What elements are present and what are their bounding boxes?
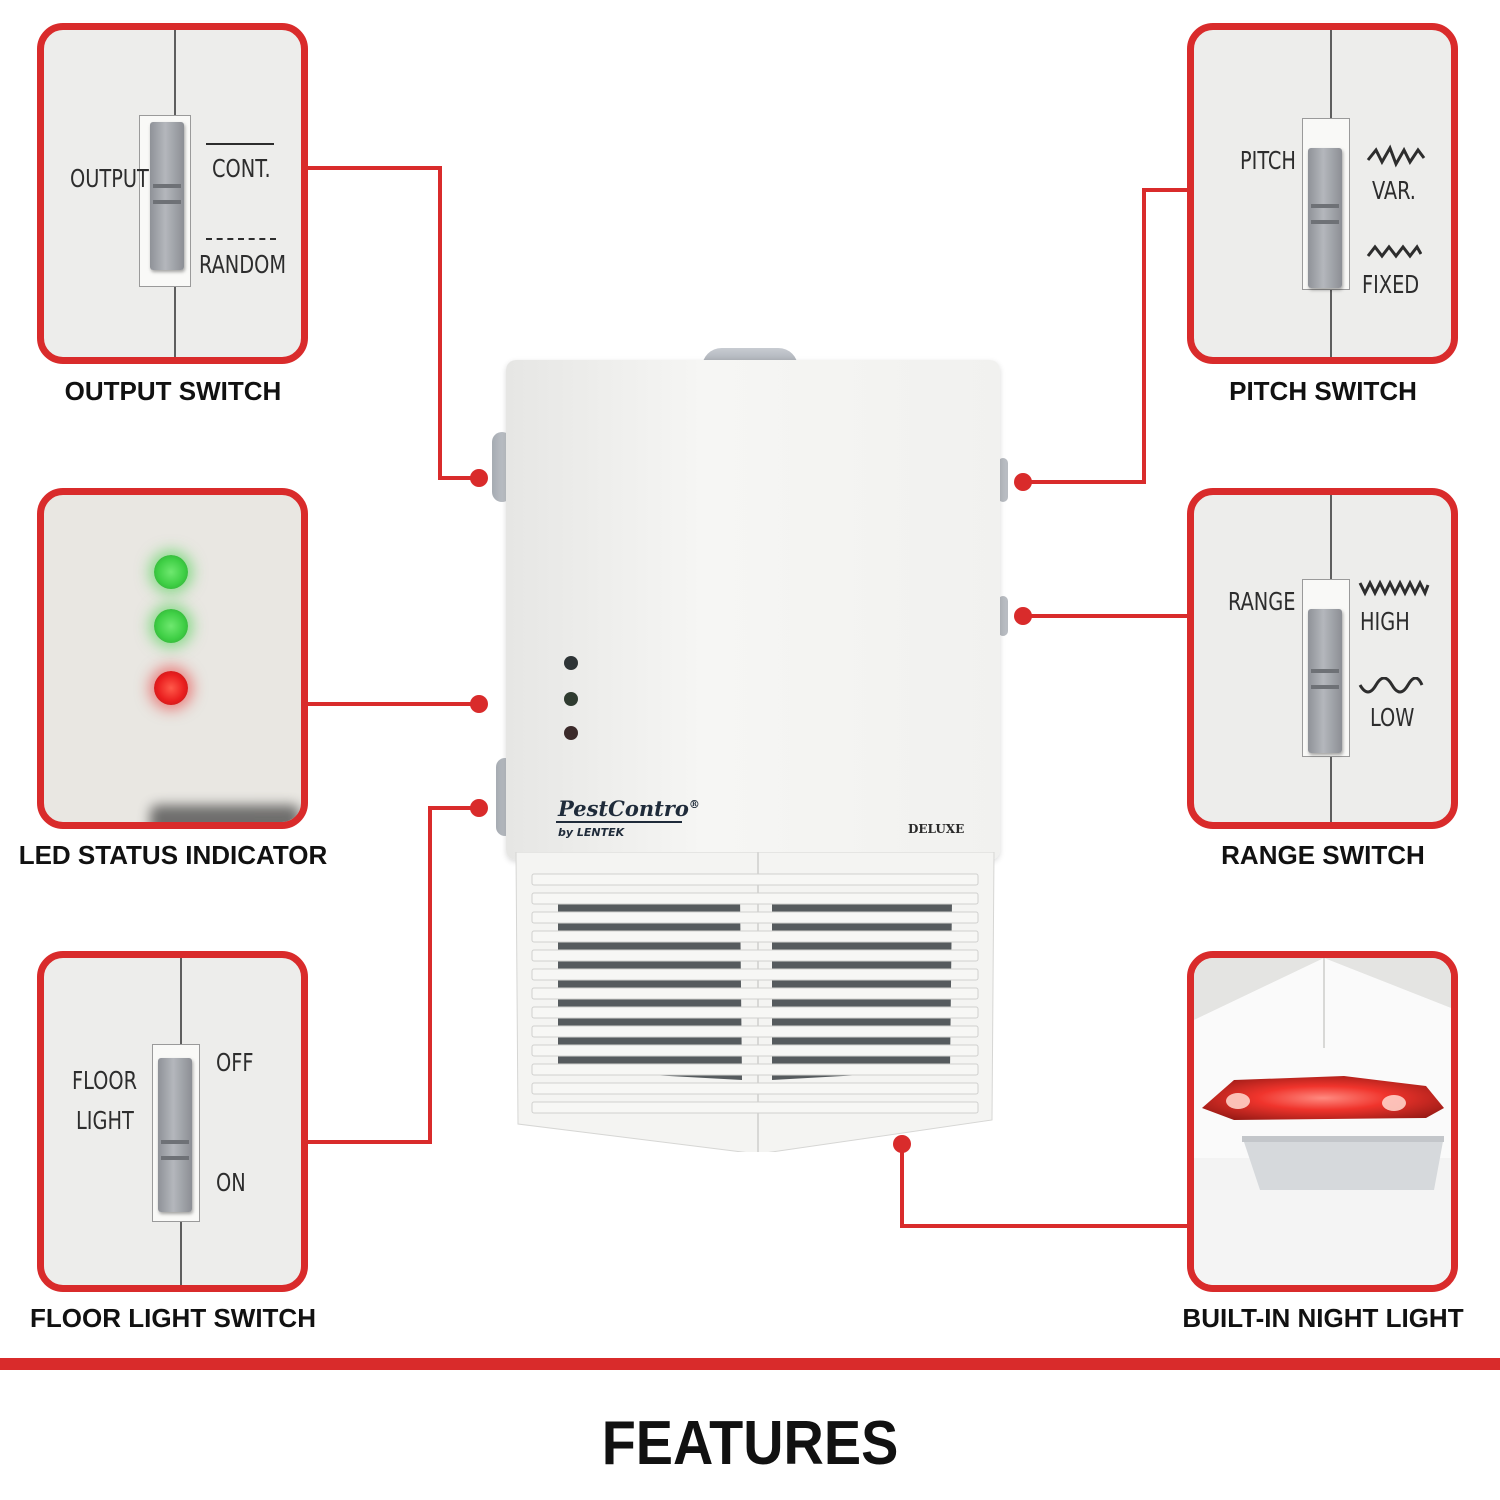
led-green-top <box>154 555 188 589</box>
floor-light-label-line2: LIGHT <box>76 1106 134 1135</box>
speaker-slat <box>531 892 979 905</box>
device-led-hole <box>564 656 578 670</box>
fixed-wave-icon <box>1366 244 1422 259</box>
output-slider-knob[interactable] <box>150 122 184 270</box>
output-switch-panel: OUTPUT CONT. RANDOM <box>37 23 308 364</box>
range-switch-caption: RANGE SWITCH <box>1221 840 1425 870</box>
floor-light-slider-knob[interactable] <box>158 1058 192 1212</box>
night-light-panel <box>1187 951 1458 1292</box>
device-led-hole <box>564 692 578 706</box>
led-green-middle <box>154 609 188 643</box>
output-connector <box>308 166 442 170</box>
pitch-switch-label: PITCH <box>1240 146 1296 175</box>
led-red-bottom <box>154 671 188 705</box>
range-option-high: HIGH <box>1360 607 1410 636</box>
pitch-option-fixed: FIXED <box>1362 270 1420 299</box>
pitch-connector <box>1024 480 1146 484</box>
speaker-slat <box>531 1063 979 1076</box>
pitch-connector <box>1142 188 1146 484</box>
features-title: FEATURES <box>601 1409 899 1478</box>
output-switch-caption: OUTPUT SWITCH <box>64 376 282 406</box>
floor-light-connector <box>428 806 432 1144</box>
output-callout-dot <box>470 469 488 487</box>
device: PestContro® by LENTEK DELUXE <box>490 340 1010 1160</box>
range-switch-panel: RANGE HIGH LOW <box>1187 488 1458 829</box>
speaker-slat <box>531 1044 979 1057</box>
floor-light-switch-caption: FLOOR LIGHT SWITCH <box>30 1303 316 1333</box>
led-callout-dot <box>470 695 488 713</box>
pitch-connector <box>1146 188 1188 192</box>
night-light-connector <box>900 1224 1188 1228</box>
speaker-slat <box>531 1101 979 1114</box>
floor-light-option-on: ON <box>216 1168 246 1197</box>
led-status-caption: LED STATUS INDICATOR <box>18 840 328 870</box>
continuous-solid-line-icon <box>206 143 274 145</box>
range-option-low: LOW <box>1370 703 1415 732</box>
night-light-closeup <box>1194 958 1451 1285</box>
device-speaker-grille <box>515 852 995 1152</box>
speaker-slat <box>531 1025 979 1038</box>
speaker-slat <box>531 1006 979 1019</box>
floor-light-switch-panel: FLOOR LIGHT OFF ON <box>37 951 308 1292</box>
speaker-slat <box>531 949 979 962</box>
night-light-caption: BUILT-IN NIGHT LIGHT <box>1182 1303 1464 1333</box>
device-front-body <box>506 360 1000 860</box>
registered-mark: ® <box>688 798 700 811</box>
blurred-brand-logo <box>150 805 300 822</box>
brand-underline <box>556 821 682 823</box>
output-option-cont: CONT. <box>212 154 271 183</box>
device-model: DELUXE <box>908 822 965 836</box>
floor-light-connector <box>308 1140 432 1144</box>
pitch-switch-caption: PITCH SWITCH <box>1229 376 1417 406</box>
pitch-switch-panel: PITCH VAR. FIXED <box>1187 23 1458 364</box>
footer-rule <box>0 1358 1500 1370</box>
device-led-hole <box>564 726 578 740</box>
speaker-slat <box>531 968 979 981</box>
right-side-switch <box>998 458 1008 502</box>
range-switch-label: RANGE <box>1228 587 1296 616</box>
range-callout-dot <box>1014 607 1032 625</box>
floor-light-label-line1: FLOOR <box>72 1066 138 1095</box>
led-status-panel <box>37 488 308 829</box>
output-connector <box>438 166 442 480</box>
floor-light-connector <box>428 806 480 810</box>
device-maker: by LENTEK <box>558 826 625 839</box>
variable-wave-icon <box>1366 144 1426 168</box>
floor-light-callout-dot <box>470 799 488 817</box>
right-side-switch <box>998 596 1008 636</box>
high-wave-icon <box>1358 579 1430 597</box>
led-connector <box>308 702 480 706</box>
range-connector <box>1024 614 1188 618</box>
speaker-slat <box>531 930 979 943</box>
output-switch-label: OUTPUT <box>70 164 149 193</box>
floor-light-option-off: OFF <box>216 1048 254 1077</box>
pitch-option-var: VAR. <box>1372 176 1416 205</box>
device-brand-logo: PestContro® <box>558 796 700 821</box>
output-option-random: RANDOM <box>199 250 287 279</box>
range-slider-knob[interactable] <box>1308 609 1342 753</box>
speaker-slat <box>531 873 979 886</box>
low-wave-icon <box>1358 677 1424 694</box>
pitch-callout-dot <box>1014 473 1032 491</box>
night-light-connector <box>900 1144 904 1228</box>
pitch-slider-knob[interactable] <box>1308 148 1342 288</box>
speaker-slat <box>531 911 979 924</box>
brand-name: PestContro <box>558 796 689 821</box>
speaker-slat <box>531 987 979 1000</box>
output-connector <box>438 476 478 480</box>
speaker-slat <box>531 1082 979 1095</box>
random-dashed-line-icon <box>206 238 276 240</box>
